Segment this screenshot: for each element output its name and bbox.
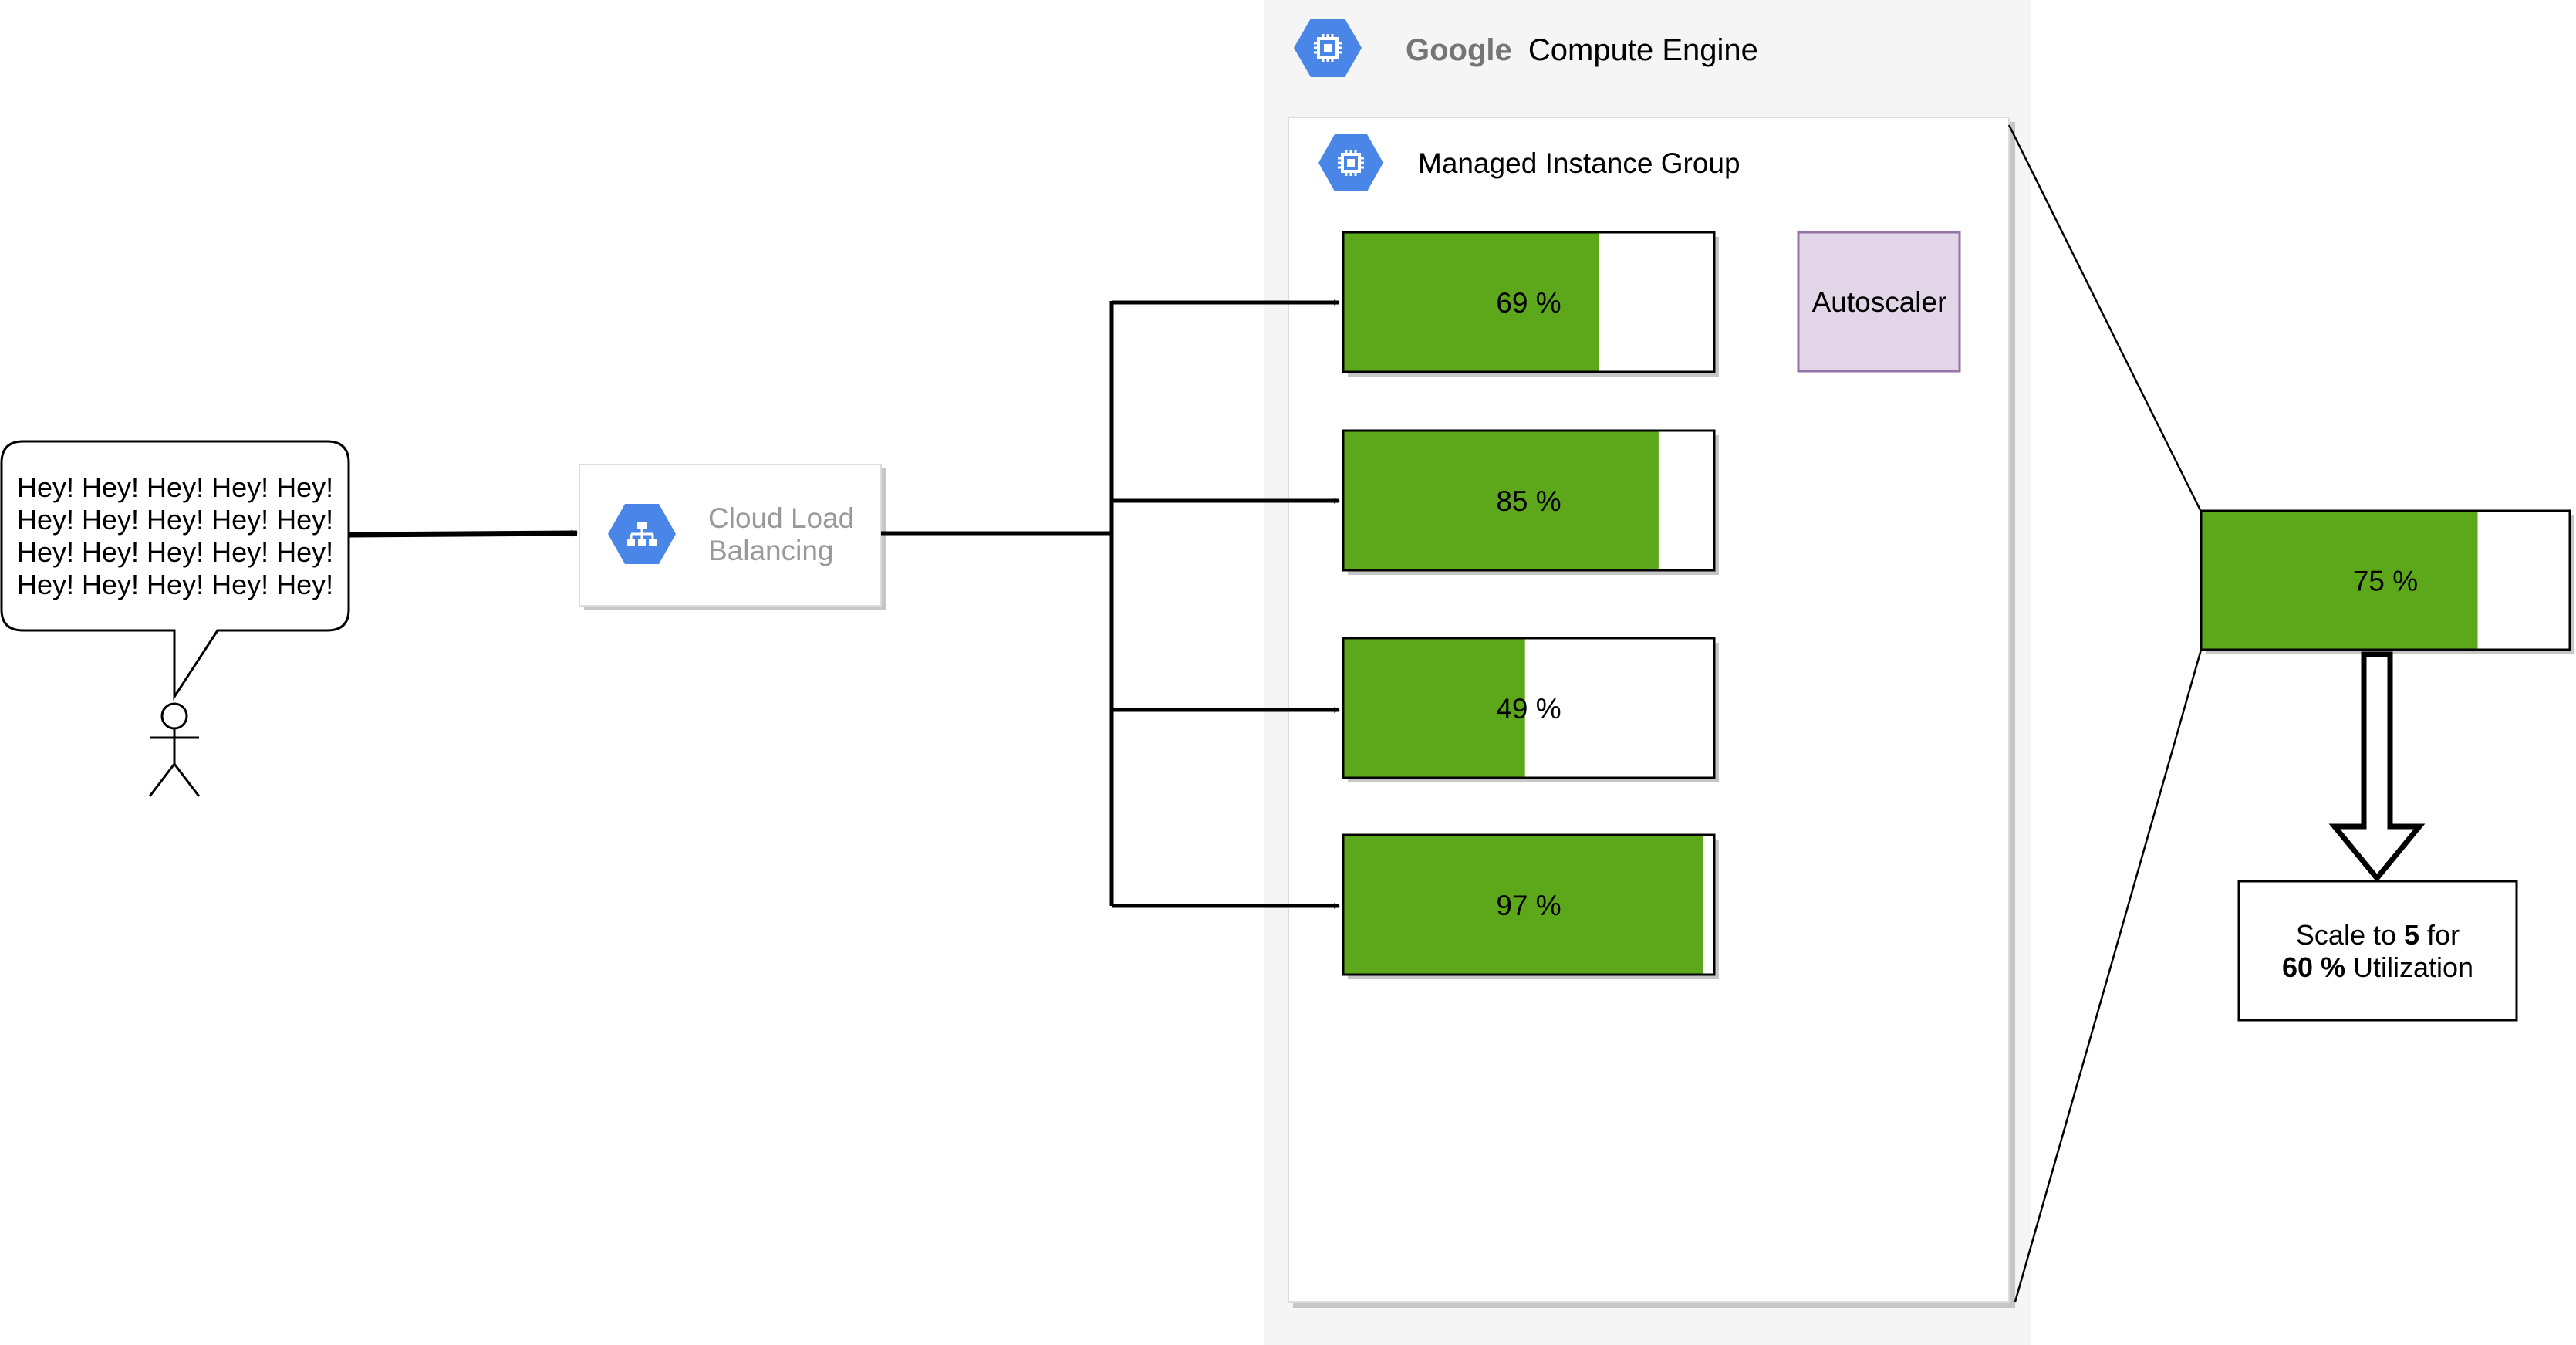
average-utilization-bar-border (2200, 509, 2571, 651)
decision-text-5: Utilization (2345, 951, 2473, 983)
instance-3: 49 % (1342, 637, 1719, 782)
lb-to-instance-arrows (1112, 299, 1340, 909)
instance-4: 97 % (1342, 833, 1719, 979)
decision-target: 60 % (2282, 951, 2345, 983)
mig-title: Managed Instance Group (1418, 147, 1740, 179)
instance-2-fill (1343, 431, 1659, 570)
user-to-lb-arrow (348, 529, 578, 538)
decision-line-2: 60 % Utilization (2282, 951, 2473, 983)
speech-line-2: Hey! Hey! Hey! Hey! Hey! (17, 504, 333, 536)
lb-fanout-connectors (881, 301, 1114, 906)
decision-count: 5 (2404, 919, 2419, 951)
compute-engine-product-text (1520, 33, 1528, 67)
decision-text-1: Scale to (2296, 919, 2404, 951)
compute-engine-name: Compute Engine (1528, 33, 1758, 67)
instance-1-fill (1343, 232, 1599, 372)
instance-3-fill (1343, 638, 1525, 778)
speech-line-3: Hey! Hey! Hey! Hey! Hey! (17, 536, 333, 568)
decision-line-1: Scale to 5 for (2296, 919, 2460, 951)
instance-4-fill (1343, 835, 1703, 975)
autoscaler-label: Autoscaler (1812, 286, 1947, 318)
speech-line-1: Hey! Hey! Hey! Hey! Hey! (17, 471, 333, 503)
zoom-line-top (2007, 124, 2203, 512)
autoscaler-box (1797, 231, 1961, 373)
speech-bubble (0, 440, 350, 701)
scale-decision-box (2237, 880, 2518, 1022)
google-brand-text: Google (1406, 33, 1512, 67)
load-balancing-icon (608, 504, 676, 564)
instance-3-border (1342, 637, 1716, 779)
decision-text-3: for (2419, 919, 2460, 951)
instance-1-label: 69 % (1496, 287, 1561, 319)
speech-bubble-text: Hey! Hey! Hey! Hey! Hey! Hey! Hey! Hey! … (17, 471, 341, 600)
instances-layer: 69 % 85 % 49 % 97 % (1342, 231, 1719, 979)
compute-engine-icon (1294, 19, 1362, 77)
instance-2: 85 % (1342, 429, 1719, 575)
instance-3-label: 49 % (1496, 693, 1561, 725)
scale-decision-arrow (2328, 651, 2426, 883)
average-utilization-bar-fill (2201, 511, 2478, 650)
lb-label-line-2: Balancing (708, 535, 834, 566)
instance-1: 69 % (1342, 231, 1719, 377)
zoom-line-bottom (2014, 649, 2203, 1303)
mig-icon (1318, 134, 1383, 191)
speech-line-4: Hey! Hey! Hey! Hey! Hey! (17, 569, 333, 600)
compute-engine-title: Google Compute Engine (1406, 33, 1758, 67)
user-figure-icon (148, 702, 201, 797)
lb-label: Cloud Load Balancing (708, 502, 863, 566)
instance-2-label: 85 % (1496, 485, 1561, 517)
average-utilization-bar: 75 % (2200, 509, 2574, 654)
instance-4-label: 97 % (1496, 890, 1561, 921)
lb-label-line-1: Cloud Load (708, 502, 854, 534)
instance-4-border (1342, 833, 1716, 976)
instance-2-border (1342, 429, 1716, 572)
average-utilization: 75 % (2200, 509, 2574, 654)
instance-1-border (1342, 231, 1716, 373)
average-utilization-bar-label: 75 % (2353, 565, 2418, 596)
